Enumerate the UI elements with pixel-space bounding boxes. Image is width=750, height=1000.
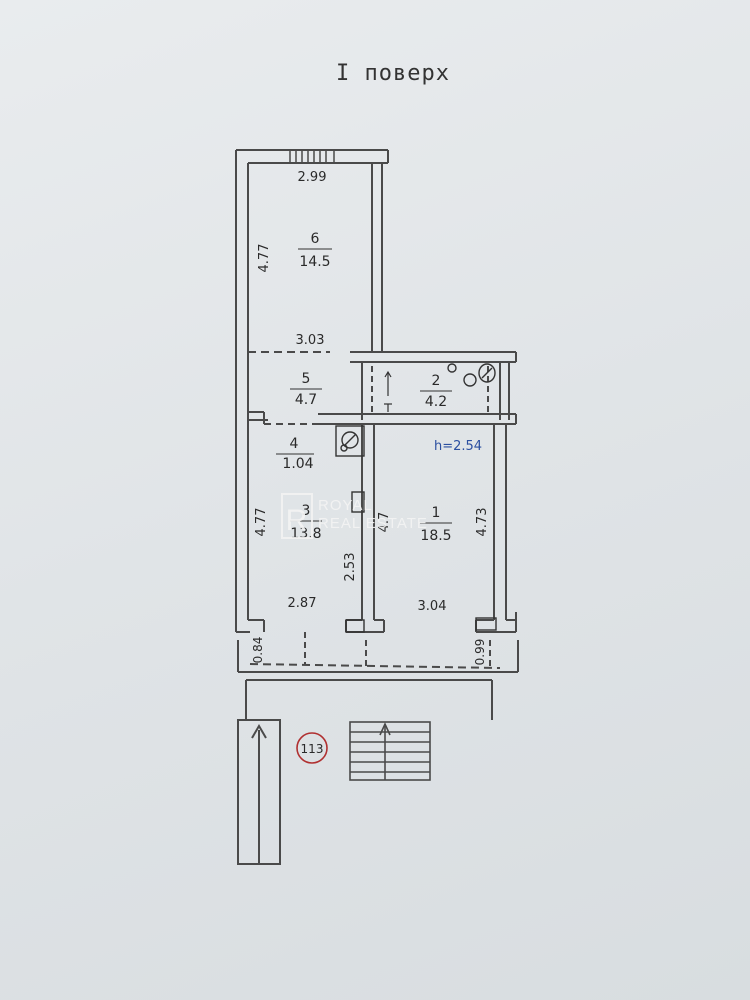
svg-text:2: 2 [432,373,441,389]
dim-room3-partition: 2.53 [343,553,358,582]
dim-room6-top: 2.99 [298,170,327,185]
ramp [237,719,281,865]
svg-text:5: 5 [302,371,311,387]
toilet-icon [447,363,496,387]
svg-text:18.5: 18.5 [420,528,451,544]
dim-room3-height: 4.77 [254,508,269,537]
dim-room1-width: 3.04 [418,599,447,614]
watermark-logo-icon [281,493,313,539]
building-number-circle [296,732,328,764]
svg-text:4.7: 4.7 [295,392,317,408]
floor-title: I поверх [336,61,450,86]
room-2-label: 2 4.2 [420,373,452,410]
svg-text:1.04: 1.04 [282,456,313,472]
dim-right-wall: 0.99 [473,639,487,666]
dim-room1-left: 4.7 [377,512,392,533]
room-5-label: 5 4.7 [290,371,322,408]
room-1-label: 1 18.5 [420,505,452,544]
svg-text:14.5: 14.5 [299,254,330,270]
room-4-label: 4 1.04 [276,436,314,472]
stairs [349,721,431,781]
svg-text:3: 3 [302,503,311,519]
watermark-line2: REAL ESTATE [318,515,428,532]
dimension-labels: 2.99 4.77 3.03 4.77 2.53 2.87 4.7 4.73 3… [251,170,490,665]
svg-text:1: 1 [432,505,441,521]
boiler-icon [335,425,365,457]
watermark-line1: ROYAL [318,497,373,514]
room-6-label: 6 14.5 [298,231,332,270]
ceiling-height: h=2.54 [434,439,482,454]
radiator-marks [345,491,497,633]
svg-text:6: 6 [311,231,320,247]
dim-room3-width: 2.87 [288,596,317,611]
dim-left-wall: 0.84 [251,637,265,664]
watermark: R ROYAL REAL ESTATE [281,493,428,539]
svg-text:4.2: 4.2 [425,394,447,410]
dim-room1-right: 4.73 [475,508,490,537]
walls [235,149,519,720]
door-arrow-icon [384,370,392,412]
building-number: 113 [301,742,324,756]
dim-room6-height: 4.77 [257,244,272,273]
dim-room6-bottom: 3.03 [296,333,325,348]
watermark-logo-letter: R [286,504,309,537]
window-icon [289,149,335,164]
svg-text:4: 4 [290,436,299,452]
